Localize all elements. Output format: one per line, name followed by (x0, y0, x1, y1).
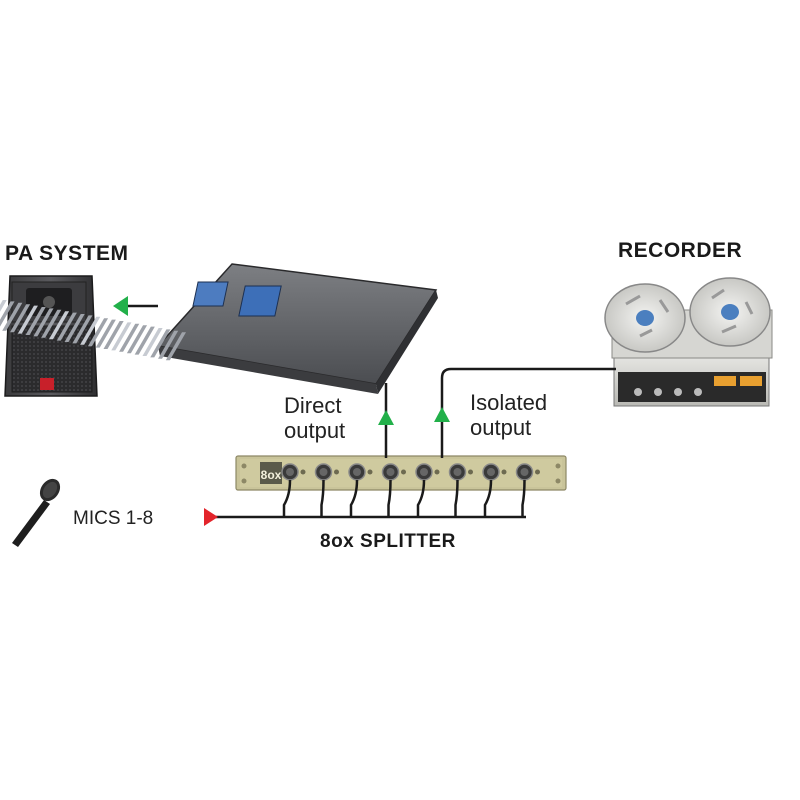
channel-drop-line (521, 479, 526, 517)
signal-lines (126, 304, 616, 519)
fader-strip (87, 318, 109, 347)
fader-strip (48, 311, 70, 340)
fader-strip (126, 325, 148, 354)
arrow-direct-output (378, 410, 394, 425)
console-screen-small (192, 281, 229, 307)
fader-strip (2, 302, 23, 331)
isolated-output-label-line2: output (470, 415, 532, 440)
pa-system-title: PA SYSTEM (5, 242, 129, 265)
fader-strip (80, 316, 101, 345)
speaker-logo-badge (40, 378, 54, 390)
arrow-mics-input (204, 508, 218, 526)
fader-strip (17, 305, 38, 334)
fader-strip (33, 308, 54, 337)
direct-output-label-line2: output (284, 418, 346, 443)
fader-strip (103, 321, 124, 349)
fader-strip (0, 301, 15, 330)
fader-strip (119, 323, 140, 352)
direct-output-label-line1: Direct (284, 393, 342, 418)
xlr-connector (348, 463, 373, 481)
channel-drop-line (320, 479, 325, 517)
splitter-title: 8ox SPLITTER (320, 531, 456, 552)
vu-meter (740, 376, 762, 386)
channel-drop-line (282, 479, 292, 517)
isolated-output-label-line1: Isolated (470, 390, 548, 415)
arrow-to-pa (113, 296, 128, 316)
splitter-badge (260, 462, 282, 484)
vu-meter (714, 376, 736, 386)
channel-drop-line (454, 479, 459, 517)
channel-drop-line (387, 479, 392, 517)
direct-output-label: Direct output (284, 393, 345, 443)
splitter-badge-text: 8ox (261, 468, 282, 482)
mics-label: MICS 1-8 (73, 508, 154, 529)
fader-strip (95, 319, 116, 348)
fader-strip (72, 315, 93, 344)
arrow-isolated-output (434, 407, 450, 422)
isolated-output-line (440, 367, 616, 458)
xlr-connector (415, 463, 440, 481)
microphone (12, 478, 61, 547)
channel-drop-line (416, 479, 426, 517)
xlr-connector (448, 463, 473, 481)
channel-drop-line (349, 479, 359, 517)
fader-strip (0, 300, 7, 328)
channel-drop-lines (282, 479, 526, 517)
mixing-console (0, 263, 438, 394)
fader-strip (158, 330, 179, 359)
channel-drop-line (483, 479, 493, 517)
fader-strip (165, 332, 187, 361)
fader-strip (142, 328, 163, 356)
fader-strip (111, 322, 132, 351)
fader-strip (150, 329, 171, 358)
fader-strip (10, 304, 31, 333)
recorder-title: RECORDER (618, 239, 743, 262)
console-fader-strips (0, 300, 187, 361)
xlr-connector (314, 463, 339, 481)
fader-strip (64, 314, 85, 342)
fader-strip (25, 307, 46, 335)
isolated-output-label: Isolated output (470, 390, 547, 440)
splitter-rack-unit: 8ox (235, 455, 567, 491)
reel-to-reel-recorder (604, 277, 773, 407)
fader-strip (41, 309, 62, 338)
console-screen (238, 285, 282, 317)
fader-strip (56, 312, 77, 341)
xlr-connector (281, 463, 306, 481)
fader-strip (134, 326, 155, 355)
